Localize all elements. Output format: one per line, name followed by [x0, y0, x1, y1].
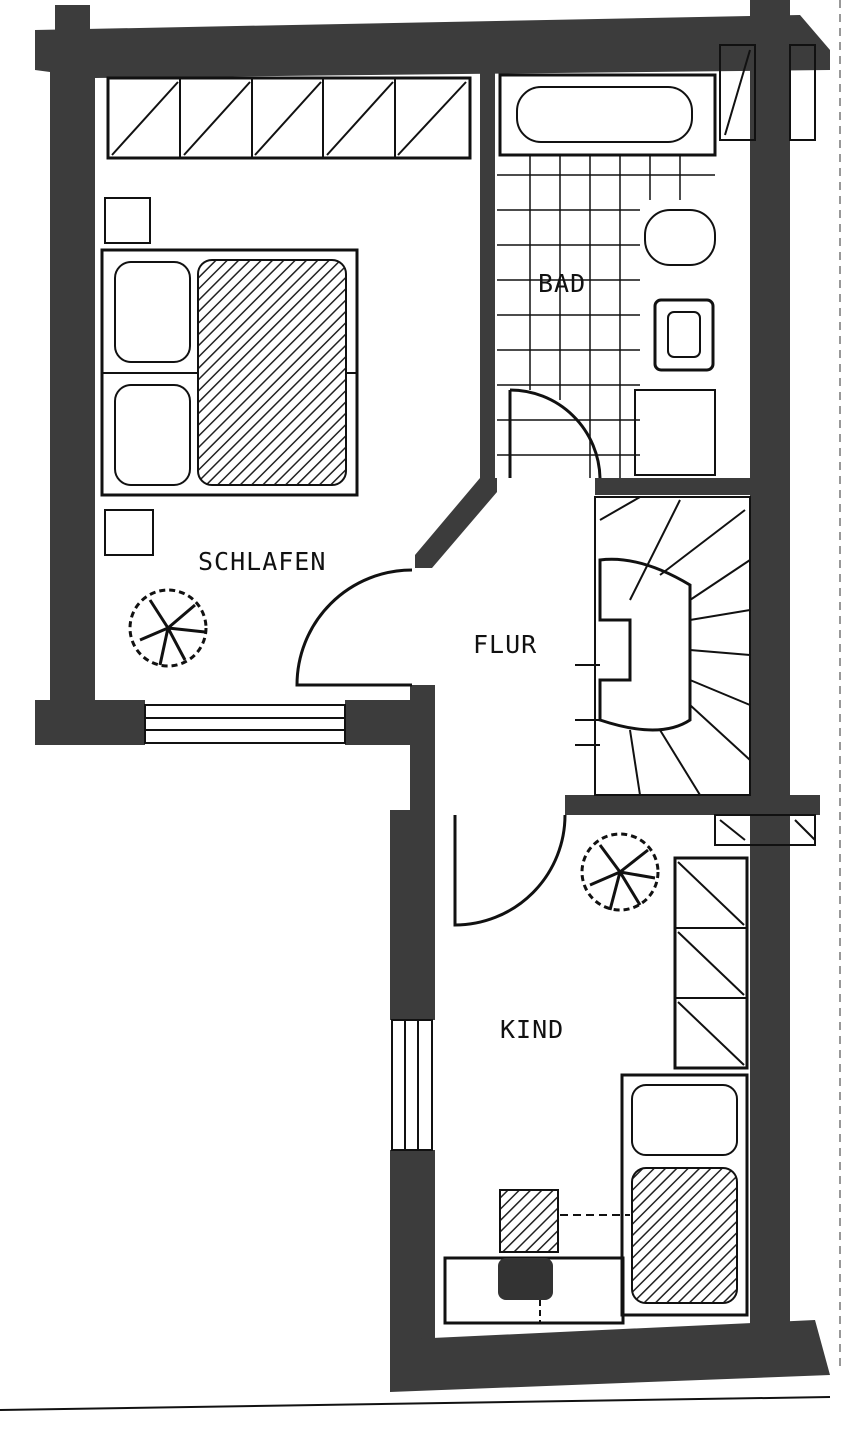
doors — [295, 388, 602, 927]
room-label-schlafen: SCHLAFEN — [198, 547, 326, 576]
room-label-bad: BAD — [538, 269, 586, 298]
baseline — [0, 1396, 831, 1411]
plant-icon — [128, 588, 660, 912]
walls — [35, 0, 830, 1392]
bathroom-fixtures — [497, 73, 717, 478]
wardrobe — [106, 76, 472, 160]
windows — [144, 0, 841, 1370]
double-bed — [100, 197, 359, 556]
staircase — [575, 496, 751, 796]
kids-room-furniture — [443, 856, 749, 1325]
room-label-flur: FLUR — [473, 630, 537, 659]
room-label-kind: KIND — [500, 1015, 564, 1044]
